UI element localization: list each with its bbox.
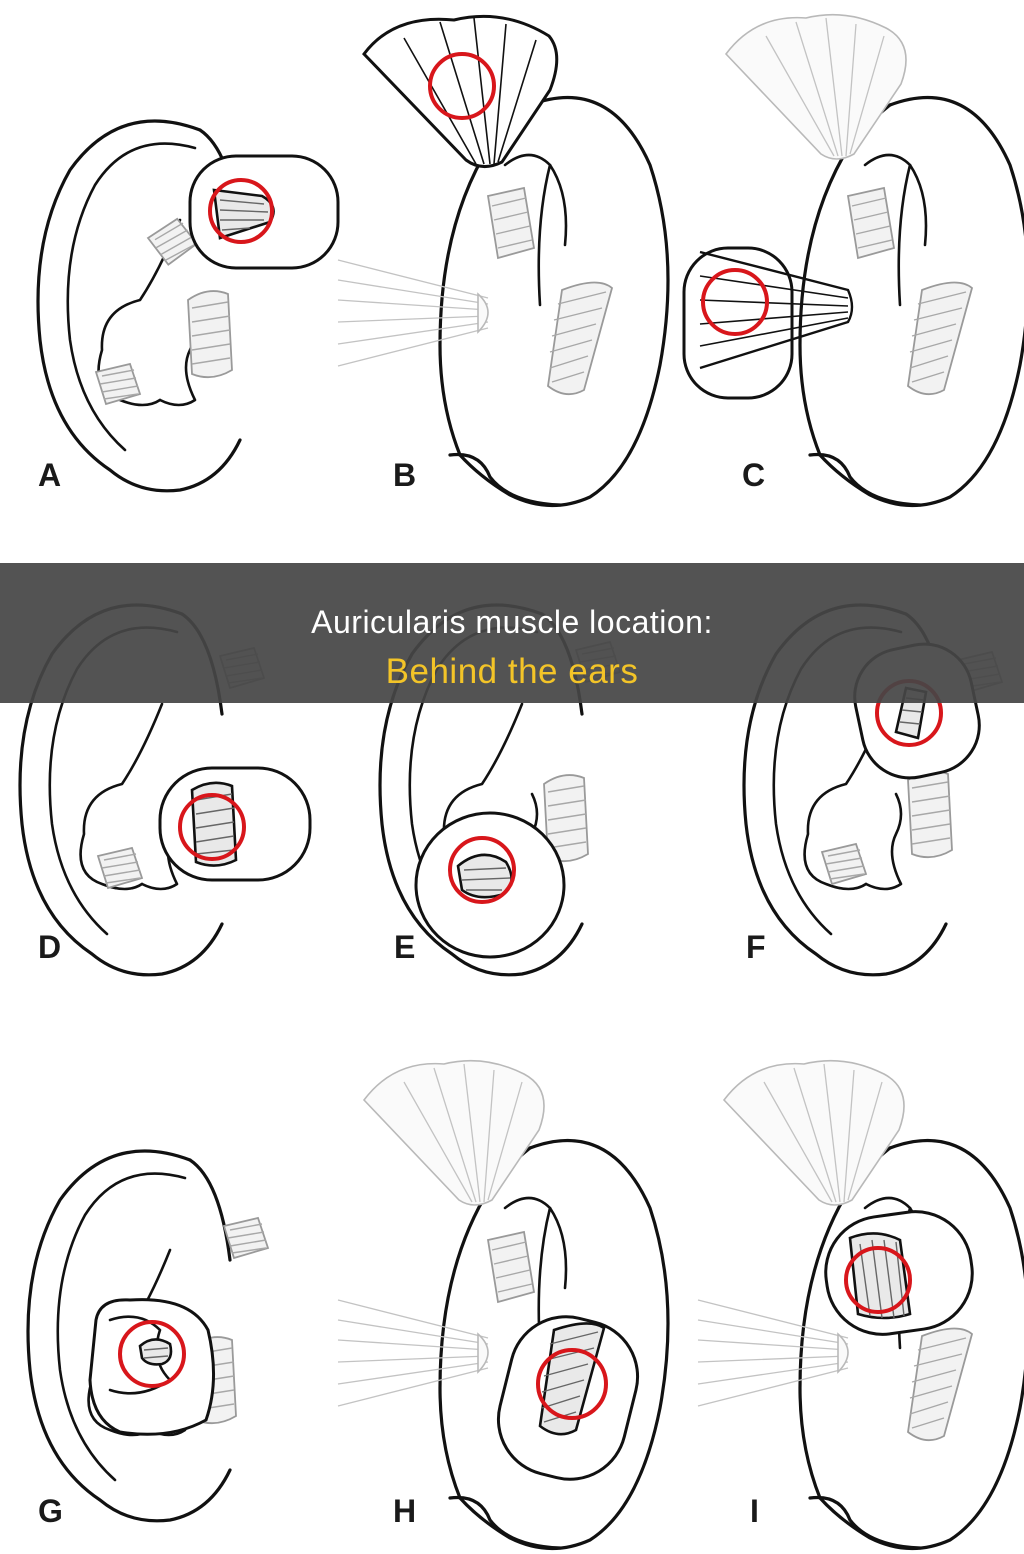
muscle-pad bbox=[908, 282, 972, 394]
muscle-pad bbox=[98, 848, 142, 888]
muscle-pad bbox=[96, 364, 140, 404]
panel-label: G bbox=[38, 1493, 63, 1529]
panel-b: B bbox=[338, 16, 668, 505]
auricularis-superior bbox=[724, 1061, 904, 1205]
auricularis-superior bbox=[364, 16, 557, 166]
panel-label: F bbox=[746, 929, 766, 965]
muscle-pad bbox=[822, 844, 866, 884]
panel-label: A bbox=[38, 457, 61, 493]
muscle-pad bbox=[548, 282, 612, 394]
auricularis-anterior bbox=[338, 1300, 488, 1406]
panel-label: B bbox=[393, 457, 416, 493]
muscle-pad bbox=[488, 188, 534, 258]
panel-label: D bbox=[38, 929, 61, 965]
panel-label: C bbox=[742, 457, 765, 493]
panel-a: A bbox=[38, 121, 338, 493]
title-line2: Behind the ears bbox=[0, 652, 1024, 692]
panel-c: C bbox=[684, 15, 1024, 506]
auricularis-anterior bbox=[698, 1300, 848, 1406]
panel-label: H bbox=[393, 1493, 416, 1529]
muscle-pad bbox=[188, 291, 232, 377]
magnified-muscle bbox=[458, 855, 512, 897]
title-line1: Auricularis muscle location: bbox=[0, 604, 1024, 641]
muscle-pad bbox=[224, 1218, 268, 1258]
auricularis-superior bbox=[726, 15, 906, 159]
title-banner: Auricularis muscle location: Behind the … bbox=[0, 563, 1024, 703]
muscle-pad bbox=[488, 1232, 534, 1302]
magnified-view bbox=[90, 1300, 214, 1435]
panel-g: G bbox=[28, 1151, 268, 1529]
panel-i: I bbox=[698, 1061, 1024, 1549]
auricularis-anterior bbox=[338, 260, 488, 366]
panel-label: E bbox=[394, 929, 415, 965]
panel-h: H bbox=[338, 1061, 668, 1549]
muscle-pad bbox=[908, 1328, 972, 1440]
auricularis-superior bbox=[364, 1061, 544, 1205]
magnified-muscle bbox=[140, 1339, 171, 1364]
panel-label: I bbox=[750, 1493, 759, 1529]
muscle-pad bbox=[848, 188, 894, 258]
muscle-pad bbox=[908, 771, 952, 857]
